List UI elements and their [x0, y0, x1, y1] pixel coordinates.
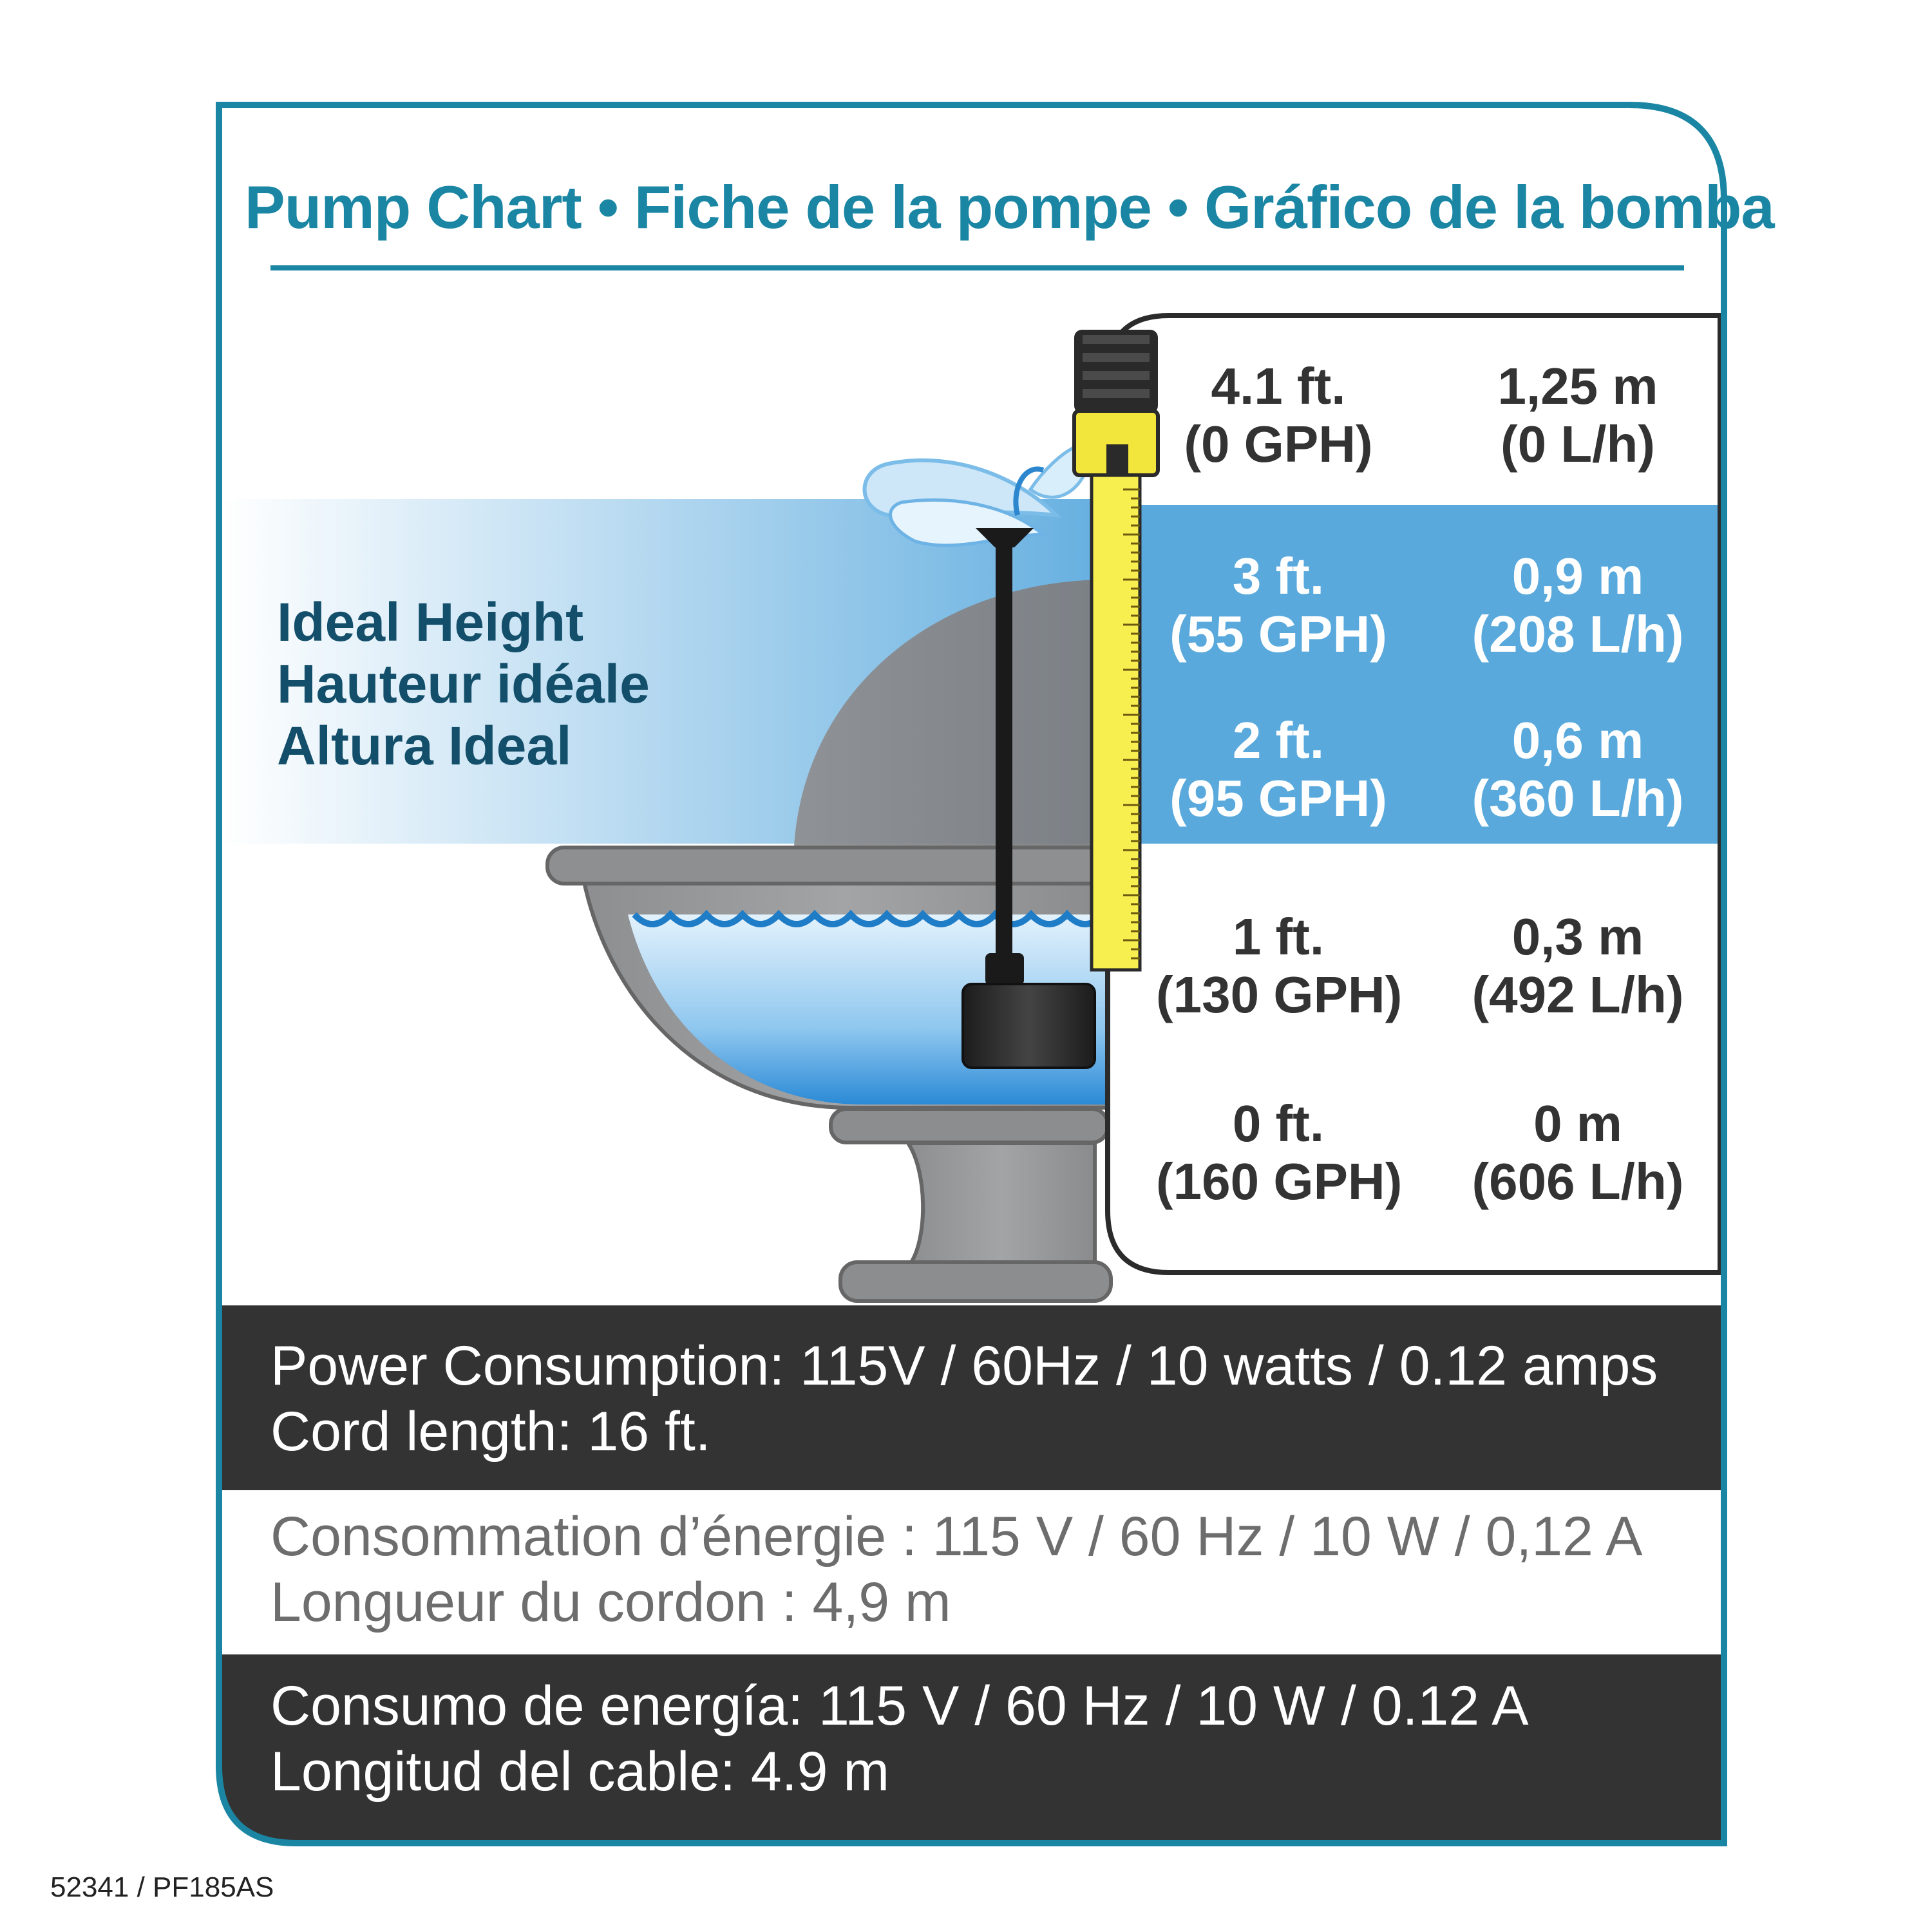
bowl-rim [545, 846, 1116, 886]
spec-bar-es [222, 1654, 1721, 1840]
table-row-4-metric: 0,3 m (492 L/h) [1443, 908, 1713, 1024]
fountain-base [838, 1260, 1113, 1303]
ideal-band-table [1133, 505, 1719, 844]
water-ripples [632, 909, 1106, 927]
table-row-1-metric: 1,25 m (0 L/h) [1443, 357, 1713, 473]
cord-length-en: Cord length: 16 ft. [270, 1401, 711, 1463]
height-m: 1,25 m [1497, 357, 1658, 415]
model-number: 52341 / PF185AS [50, 1871, 274, 1903]
power-consumption-fr: Consommation d’énergie : 115 V / 60 Hz /… [270, 1506, 1643, 1567]
table-row-5-imperial: 0 ft. (160 GPH) [1156, 1095, 1403, 1211]
power-consumption-es: Consumo de energía: 115 V / 60 Hz / 10 W… [270, 1675, 1529, 1737]
flow-gph: (95 GPH) [1170, 770, 1387, 827]
flow-lh: (0 L/h) [1501, 415, 1655, 473]
table-row-4-imperial: 1 ft. (130 GPH) [1156, 908, 1403, 1024]
ideal-height-es: Altura Ideal [277, 715, 572, 776]
height-m: 0,6 m [1511, 712, 1644, 769]
flow-lh: (492 L/h) [1472, 966, 1684, 1023]
measuring-ruler-icon [1072, 330, 1160, 972]
ideal-height-fr: Hauteur idéale [277, 654, 650, 714]
flow-gph: (0 GPH) [1184, 415, 1373, 473]
fountain-collar [829, 1107, 1110, 1144]
table-row-1-imperial: 4.1 ft. (0 GPH) [1156, 357, 1401, 473]
specs-es: Consumo de energía: 115 V / 60 Hz / 10 W… [270, 1673, 1529, 1804]
height-ft: 3 ft. [1232, 547, 1325, 605]
flow-lh: (360 L/h) [1472, 770, 1684, 827]
table-row-5-metric: 0 m (606 L/h) [1443, 1095, 1713, 1211]
spec-bar-en [222, 1305, 1721, 1490]
height-ft: 1 ft. [1232, 908, 1325, 965]
height-m: 0,9 m [1511, 547, 1644, 605]
specs-en: Power Consumption: 115V / 60Hz / 10 watt… [270, 1333, 1658, 1464]
table-row-2-imperial: 3 ft. (55 GPH) [1156, 547, 1401, 663]
height-ft: 0 ft. [1232, 1095, 1325, 1152]
flow-gph: (160 GPH) [1156, 1153, 1403, 1210]
ruler-ticks [1123, 488, 1140, 960]
pump-icon [961, 528, 1096, 1069]
flow-lh: (606 L/h) [1472, 1153, 1684, 1210]
flow-gph: (55 GPH) [1170, 605, 1387, 663]
card-frame [216, 102, 1727, 1846]
title-underline [270, 265, 1684, 270]
ideal-height-label: Ideal Height Hauteur idéale Altura Ideal [277, 591, 650, 777]
fountain-pedestal [904, 1141, 1097, 1264]
specs-fr: Consommation d’énergie : 115 V / 60 Hz /… [270, 1504, 1642, 1635]
flow-gph: (130 GPH) [1156, 966, 1403, 1023]
flow-lh: (208 L/h) [1472, 605, 1684, 663]
ideal-height-en: Ideal Height [277, 592, 584, 652]
power-consumption-en: Power Consumption: 115V / 60Hz / 10 watt… [270, 1335, 1658, 1397]
height-m: 0 m [1533, 1095, 1622, 1152]
pump-table-frame [1105, 313, 1723, 1275]
height-ft: 2 ft. [1232, 712, 1325, 769]
cord-length-fr: Longueur du cordon : 4,9 m [270, 1571, 951, 1633]
page-title: Pump Chart • Fiche de la pompe • Gráfico… [245, 173, 1775, 241]
height-ft: 4.1 ft. [1211, 357, 1346, 415]
spec-bar-fr [222, 1490, 1721, 1654]
table-row-3-imperial: 2 ft. (95 GPH) [1156, 712, 1401, 828]
cord-length-es: Longitud del cable: 4.9 m [270, 1741, 889, 1803]
table-row-2-metric: 0,9 m (208 L/h) [1443, 547, 1713, 663]
table-row-3-metric: 0,6 m (360 L/h) [1443, 712, 1713, 828]
fountain-orb [793, 580, 1133, 866]
height-m: 0,3 m [1511, 908, 1644, 965]
